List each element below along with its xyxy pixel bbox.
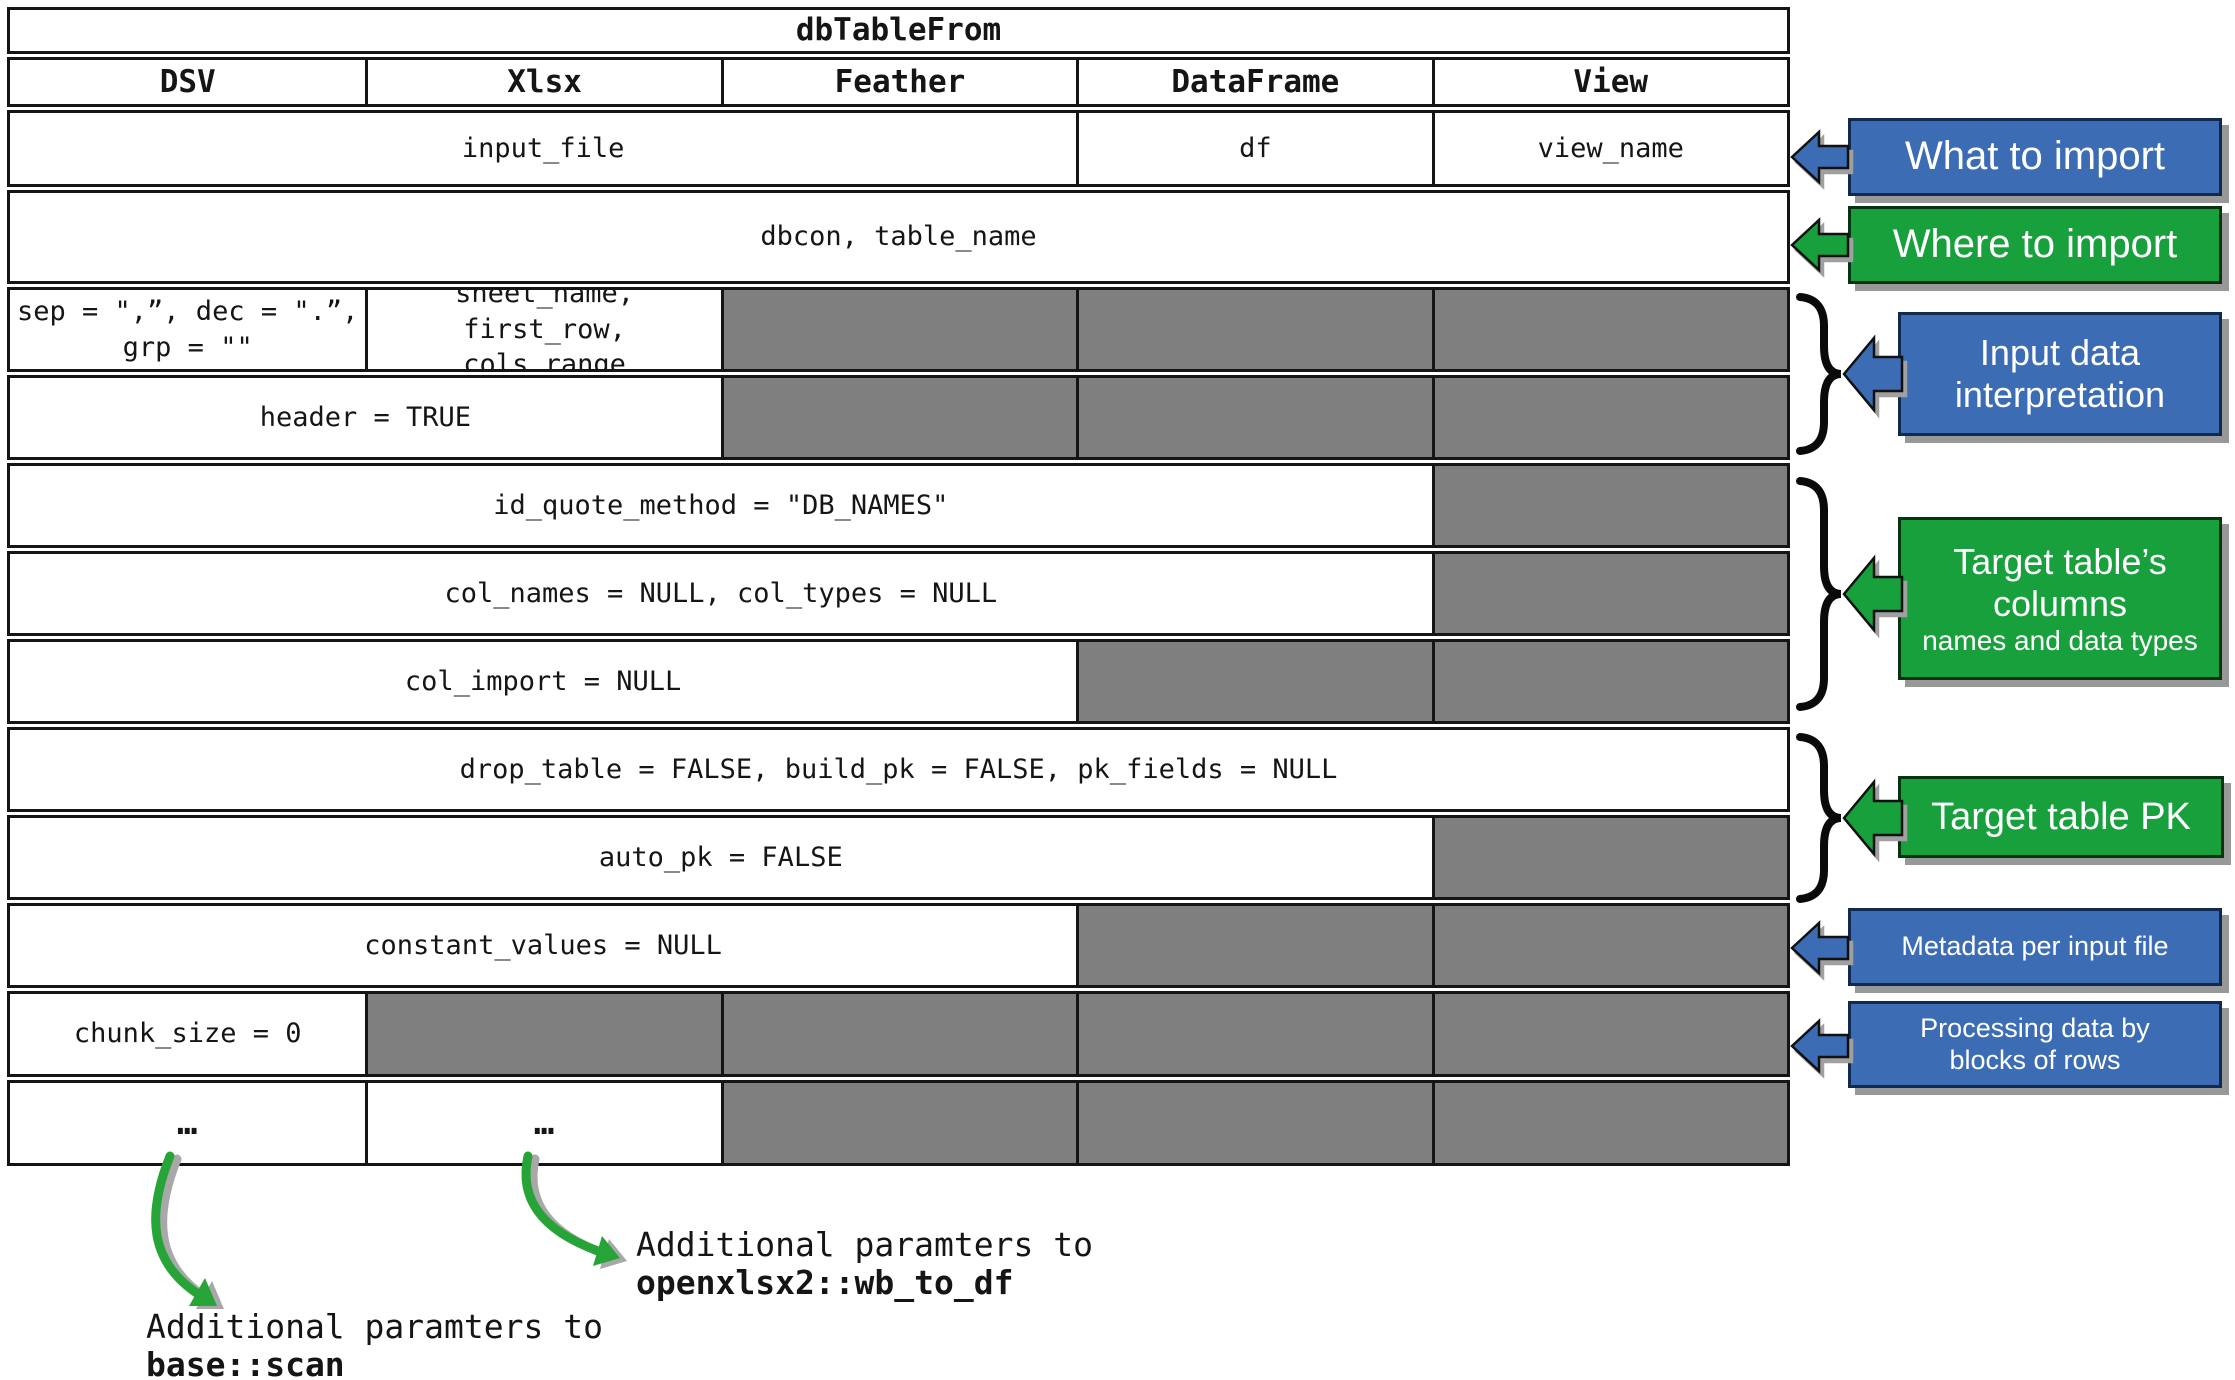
parameter-cell: dbcon, table_name: [760, 221, 1037, 253]
not-applicable-cell: [1431, 818, 1787, 897]
curly-brace: [1796, 293, 1842, 455]
not-applicable-cell: [1431, 378, 1787, 457]
curly-brace: [1796, 477, 1842, 711]
left-block-arrow-icon: [1842, 778, 1904, 858]
parameter-cell: id_quote_method = "DB_NAMES": [493, 489, 949, 521]
table-row: chunk_size = 0: [7, 991, 1790, 1077]
not-applicable-cell: [1431, 994, 1787, 1074]
not-applicable-cell: [1431, 466, 1787, 545]
table-row: ……: [7, 1080, 1790, 1166]
table-row: drop_table = FALSE, build_pk = FALSE, pk…: [7, 727, 1790, 812]
parameter-cell: df: [1076, 113, 1431, 184]
parameter-cell: input_file: [461, 132, 625, 164]
column-header: Xlsx: [365, 60, 720, 104]
table-title: dbTableFrom: [795, 12, 1002, 49]
left-block-arrow-icon: [1790, 217, 1850, 273]
not-applicable-cell: [365, 994, 721, 1074]
not-applicable-cell: [1076, 994, 1432, 1074]
table-row: sep = ",”, dec = ".”, grp = ""sheet_name…: [7, 287, 1790, 372]
left-block-arrow-icon: [1842, 334, 1904, 414]
annotation-text: Input data interpretation: [1954, 331, 2166, 415]
table-row: header = TRUE: [7, 375, 1790, 460]
curved-arrow-icon: [521, 1151, 603, 1256]
parameter-cell: …: [176, 1102, 199, 1143]
annotation-text: Processing data by blocks of rows: [1920, 1012, 2150, 1075]
parameter-cell: chunk_size = 0: [73, 1018, 302, 1050]
footnote-function-name: openxlsx2::wb_to_df: [636, 1263, 1014, 1302]
curved-arrow-icon: [151, 1151, 203, 1299]
annotation-label: Where to import: [1848, 206, 2222, 284]
not-applicable-cell: [1076, 378, 1432, 457]
table-row: dbTableFrom: [7, 7, 1790, 54]
parameter-cell: drop_table = FALSE, build_pk = FALSE, pk…: [459, 753, 1338, 785]
column-header: DataFrame: [1076, 60, 1431, 104]
left-block-arrow-icon: [1842, 554, 1904, 634]
table-row: auto_pk = FALSE: [7, 815, 1790, 900]
table-row: constant_values = NULL: [7, 903, 1790, 988]
parameter-cell: auto_pk = FALSE: [598, 841, 843, 873]
annotation-text: What to import: [1904, 134, 2166, 179]
annotation-label: Target table PK: [1898, 776, 2224, 858]
annotation-subtext: names and data types: [1922, 624, 2198, 656]
curved-arrow-head-icon: [189, 1278, 217, 1306]
left-block-arrow-icon: [1790, 1018, 1850, 1074]
left-block-arrow-icon: [1790, 920, 1850, 976]
annotation-text: Target table PK: [1931, 795, 2191, 838]
parameter-cell: sheet_name, first_row, cols_range: [365, 290, 720, 369]
parameter-cell: sep = ",”, dec = ".”, grp = "": [17, 295, 359, 363]
not-applicable-cell: [720, 994, 1077, 1074]
not-applicable-cell: [720, 378, 1077, 457]
not-applicable-cell: [1431, 290, 1787, 369]
annotation-label: What to import: [1848, 118, 2222, 196]
parameter-cell: col_names = NULL, col_types = NULL: [444, 577, 998, 609]
footnote-text: Additional paramters to: [636, 1225, 1093, 1264]
not-applicable-cell: [1076, 642, 1432, 721]
parameter-cell: header = TRUE: [259, 401, 472, 433]
not-applicable-cell: [1431, 642, 1787, 721]
left-block-arrow-icon: [1790, 129, 1850, 185]
not-applicable-cell: [1431, 554, 1787, 633]
not-applicable-cell: [1076, 1083, 1432, 1163]
table-row: col_import = NULL: [7, 639, 1790, 724]
column-header: Feather: [720, 60, 1076, 104]
column-header: DSV: [159, 63, 216, 100]
column-header: View: [1431, 60, 1787, 104]
parameter-cell: view_name: [1431, 113, 1787, 184]
not-applicable-cell: [1076, 290, 1432, 369]
table-row: dbcon, table_name: [7, 190, 1790, 284]
annotation-label: Input data interpretation: [1898, 312, 2222, 436]
annotation-text: Where to import: [1892, 222, 2178, 267]
not-applicable-cell: [1076, 906, 1432, 985]
not-applicable-cell: [720, 1083, 1077, 1163]
not-applicable-cell: [720, 290, 1077, 369]
table-row: id_quote_method = "DB_NAMES": [7, 463, 1790, 548]
not-applicable-cell: [1431, 906, 1787, 985]
curly-brace: [1796, 733, 1842, 903]
annotation-label: Metadata per input file: [1848, 908, 2222, 986]
parameter-cell: col_import = NULL: [404, 665, 682, 697]
footnote-function-name: base::scan: [146, 1345, 345, 1380]
annotation-text: Metadata per input file: [1901, 931, 2169, 962]
parameter-cell: constant_values = NULL: [364, 929, 722, 961]
curved-arrow-head-icon: [593, 1236, 620, 1266]
footnote-text: Additional paramters to: [146, 1307, 603, 1346]
annotation-text: Target table’s columns: [1953, 540, 2167, 625]
table-row: col_names = NULL, col_types = NULL: [7, 551, 1790, 636]
annotation-label: Processing data by blocks of rows: [1848, 1001, 2222, 1088]
not-applicable-cell: [1431, 1083, 1787, 1163]
parameter-cell: …: [365, 1083, 720, 1163]
